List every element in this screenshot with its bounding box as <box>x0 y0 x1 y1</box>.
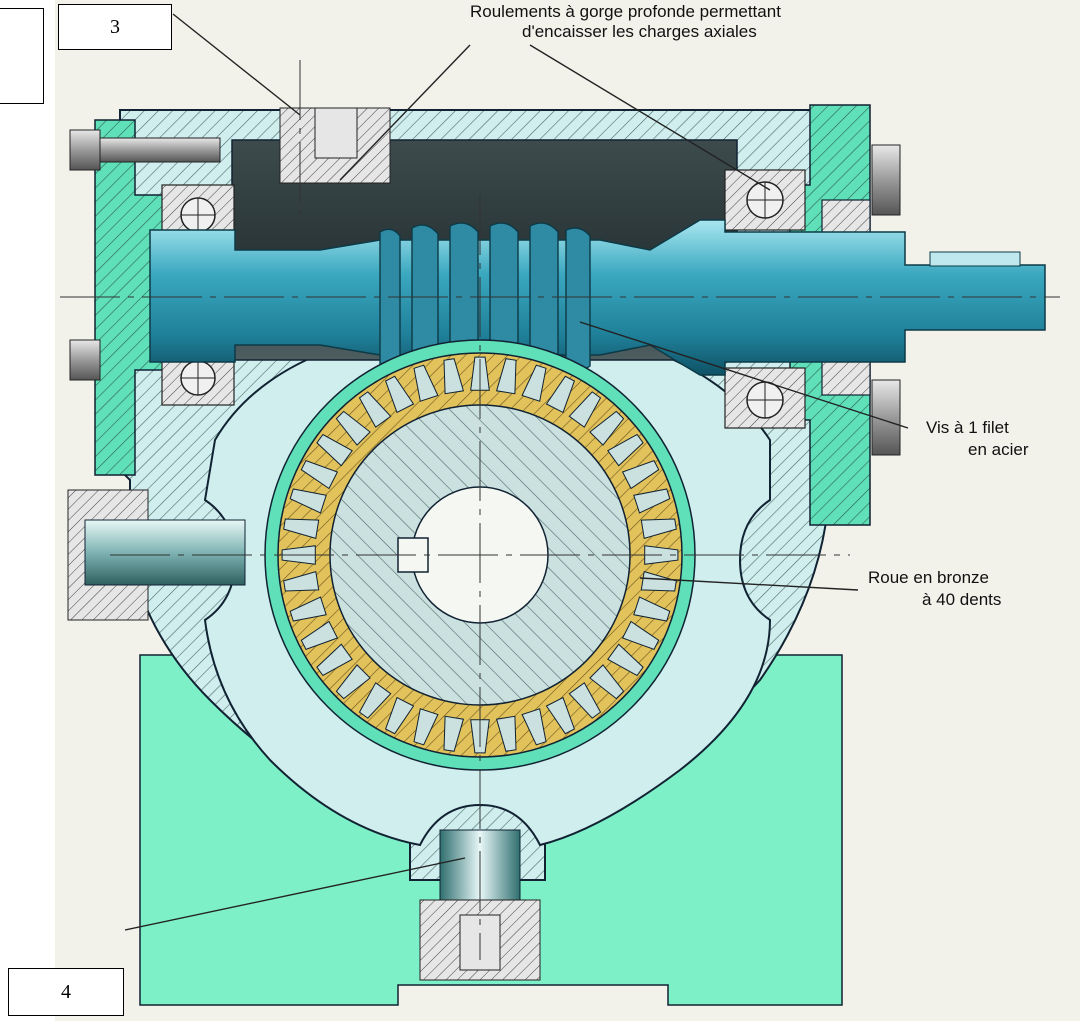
label-worm-line1: Vis à 1 filet <box>926 418 1009 437</box>
worm-threads <box>379 222 591 375</box>
wheel-tooth-gap <box>607 433 644 467</box>
wheel-tooth-gap <box>283 570 320 592</box>
wheel-tooth-gap <box>568 391 602 428</box>
wheel-tooth-gap <box>358 682 392 719</box>
wheel-tooth-gap <box>640 570 677 592</box>
wheel-tooth-gap <box>413 364 439 402</box>
wheel-tooth-gap <box>316 433 353 467</box>
wheel-tooth-gap <box>640 518 677 540</box>
wheel-tooth-gap <box>621 620 660 651</box>
wheel-tooth-gap <box>283 518 320 540</box>
wheel-tooth-gap <box>495 715 517 752</box>
wheel-tooth-gap <box>589 410 625 446</box>
wheel-tooth-gap <box>545 375 576 414</box>
label-bearings-line1: Roulements à gorge profonde permettant <box>470 2 781 21</box>
bearing-right-bottom <box>724 367 806 429</box>
side-oil-plug <box>67 489 246 621</box>
wheel-tooth-gap <box>358 391 392 428</box>
wheel-tooth-gap <box>633 596 671 622</box>
right-top-bolt <box>871 144 901 216</box>
label-wheel-line1: Roue en bronze <box>868 568 989 587</box>
wheel-tooth-gap <box>443 715 465 752</box>
wheel-tooth-gap <box>521 364 547 402</box>
wheel-tooth-gap <box>335 664 371 700</box>
callout-box-partial <box>0 8 44 104</box>
wheel-tooth-gap <box>289 596 327 622</box>
leader-lines <box>124 13 909 931</box>
wheel-tooth-gap <box>413 708 439 746</box>
wheel-tooth-gap <box>521 708 547 746</box>
wheel-tooth-gap <box>545 696 576 735</box>
left-lower-bolt <box>69 339 101 381</box>
shaft-key <box>929 251 1021 267</box>
label-wheel-line2: à 40 dents <box>922 590 1002 609</box>
wheel-tooth-gap <box>443 358 465 395</box>
label-bearings-line2: d'encaisser les charges axiales <box>522 22 757 41</box>
wheel-tooth-gap <box>289 488 327 514</box>
wheel-tooth-gap <box>621 459 660 490</box>
callout-box-3: 3 <box>58 4 172 50</box>
wheel-tooth-gap <box>335 410 371 446</box>
wheel-tooth-gap <box>300 620 339 651</box>
wheel-teeth <box>281 356 679 754</box>
wheel-tooth-gap <box>384 696 415 735</box>
wheel-tooth-gap <box>384 375 415 414</box>
label-worm-line2: en acier <box>968 440 1029 459</box>
top-plug <box>279 107 391 184</box>
wheel-tooth-gap <box>568 682 602 719</box>
center-lines <box>60 60 1060 960</box>
bearing-right-top <box>724 169 806 231</box>
wheel-tooth-gap <box>633 488 671 514</box>
left-top-bolt <box>69 129 221 171</box>
wheel-tooth-gap <box>300 459 339 490</box>
wheel-tooth-gap <box>607 643 644 677</box>
wheel-tooth-gap <box>495 358 517 395</box>
callout-box-4: 4 <box>8 968 124 1016</box>
wheel-tooth-gap <box>589 664 625 700</box>
wheel-tooth-gap <box>316 643 353 677</box>
